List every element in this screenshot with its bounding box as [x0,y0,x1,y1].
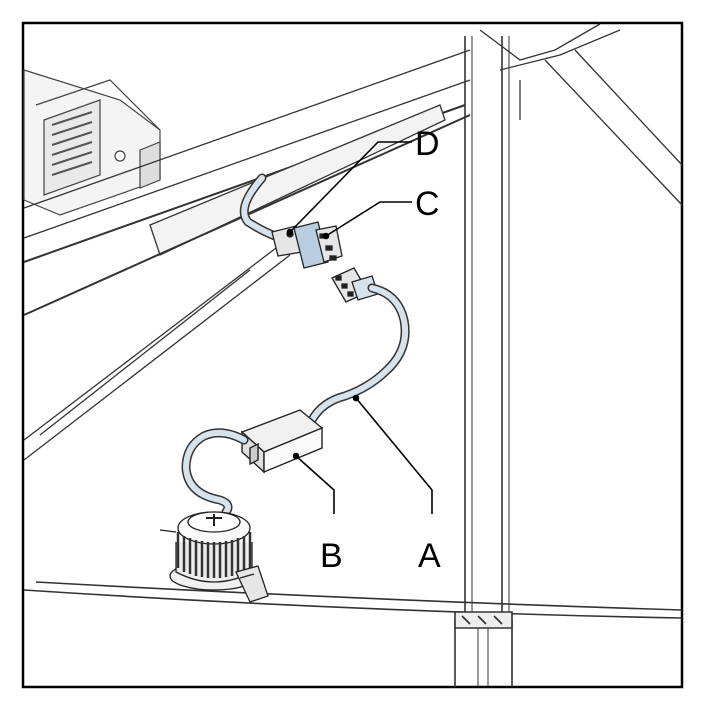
led-downlight-icon [159,511,269,603]
leader-lines [286,141,433,514]
callout-c: C [415,185,440,223]
leader-line-a [355,397,433,514]
plug-connector-icon [331,267,379,303]
callout-d: D [415,125,440,163]
callout-b: B [320,537,343,575]
leader-line-d [289,141,412,233]
socket-connector-icon [271,221,343,269]
cable-a [307,283,410,425]
ceiling-rail [23,581,683,629]
vertical-post [454,36,513,687]
lower-cable [181,428,249,517]
leader-line-c [325,201,412,237]
callout-a: A [418,537,441,575]
diagram-frame [21,21,684,689]
leader-line-b [295,455,335,514]
ceiling-junction-box [23,69,161,216]
led-driver-icon [240,409,324,474]
ceiling-beams [23,23,683,461]
